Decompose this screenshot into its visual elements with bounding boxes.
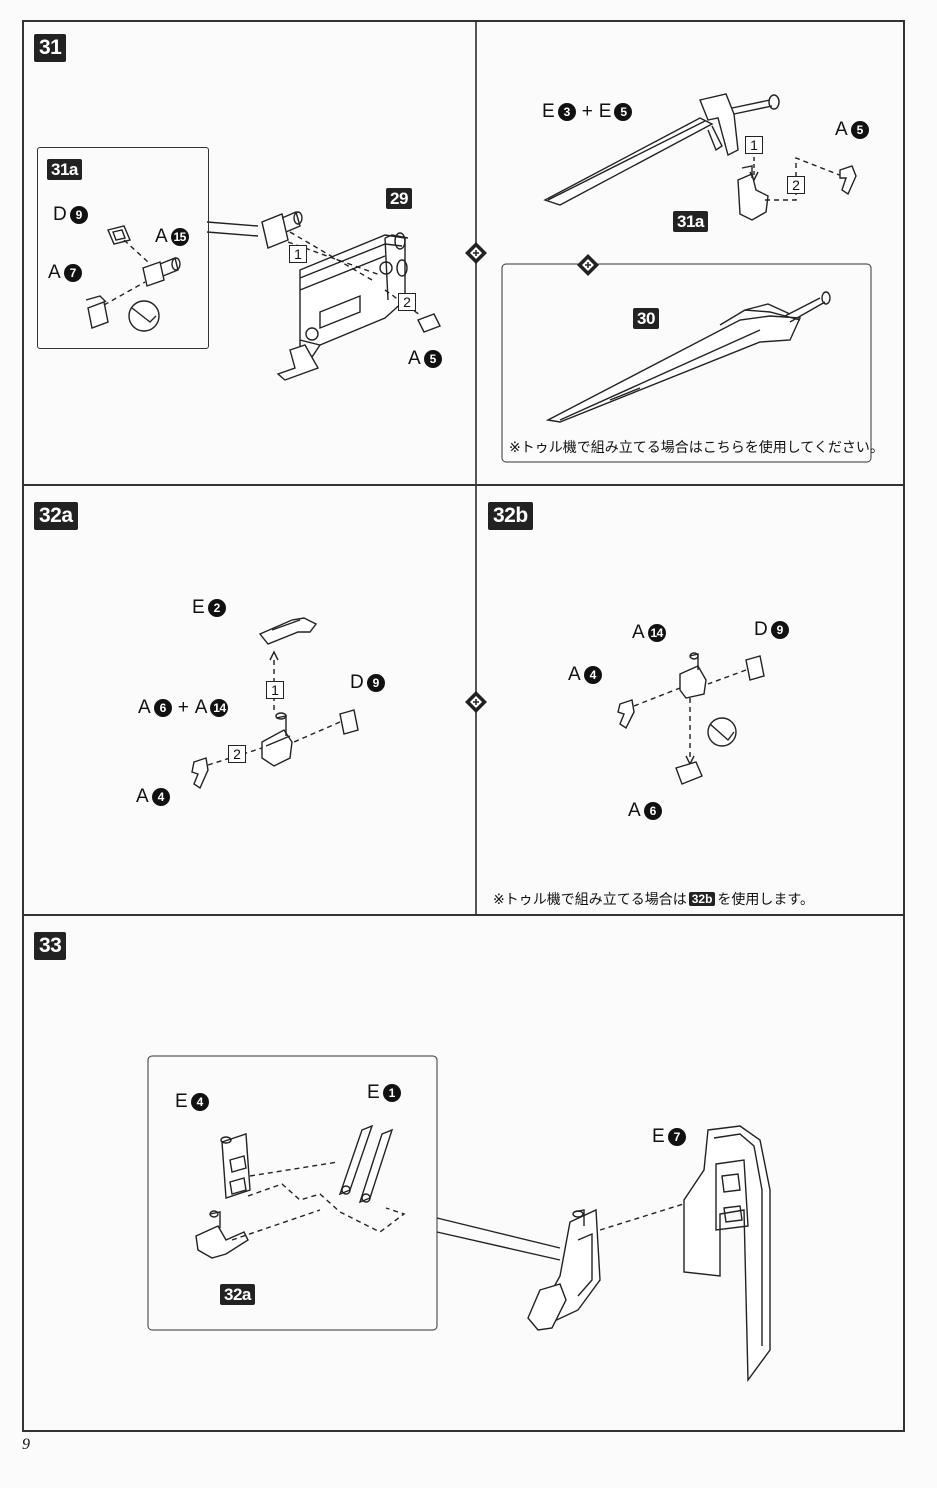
section-divider: [22, 484, 905, 486]
sequence-marker: 2: [398, 293, 416, 311]
sequence-marker: 1: [745, 136, 763, 154]
page-frame: [22, 20, 905, 1432]
tool-diamond-icon: [465, 691, 487, 713]
step-number: 31: [34, 34, 67, 62]
subassembly-tag: 31a: [47, 159, 82, 180]
sequence-marker: 2: [787, 176, 805, 194]
step-number: 32a: [34, 502, 78, 530]
part-number-tag: 30: [633, 308, 659, 329]
sequence-marker: 1: [266, 681, 284, 699]
step-number: 33: [34, 932, 67, 960]
sequence-marker: 1: [289, 245, 307, 263]
sequence-marker: 2: [228, 745, 246, 763]
subassembly-tag: 32a: [220, 1284, 255, 1305]
step-number: 32b: [488, 502, 533, 530]
page-number: 9: [22, 1436, 30, 1453]
tool-diamond-icon: [465, 242, 487, 264]
subassembly-tag: 31a: [673, 211, 708, 232]
tool-diamond-icon: [577, 254, 599, 276]
part-number-tag: 29: [386, 188, 412, 209]
alternative-note: ※トゥル機で組み立てる場合はこちらを使用してください。: [509, 439, 884, 455]
detail-inset: [37, 147, 209, 349]
section-divider: [22, 914, 905, 916]
